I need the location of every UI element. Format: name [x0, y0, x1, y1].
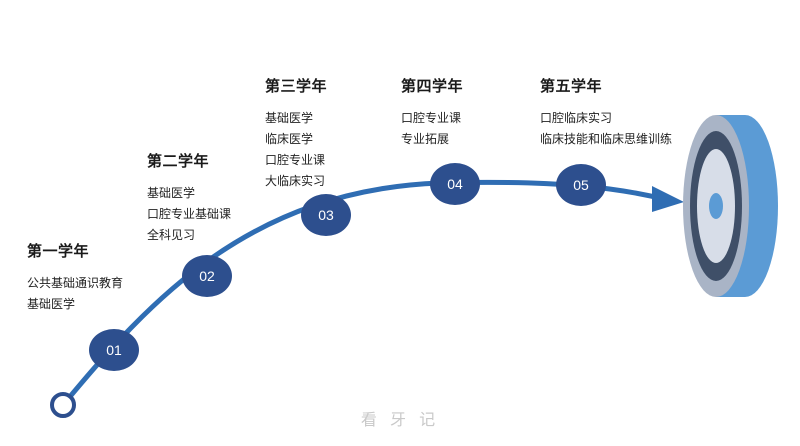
timeline-node-2: 02 — [182, 255, 232, 297]
arrow-head-icon — [652, 186, 684, 212]
year-block-1: 第一学年 公共基础通识教育 基础医学 — [27, 240, 123, 315]
node-label-3: 03 — [318, 207, 334, 223]
year-block-5: 第五学年 口腔临床实习 临床技能和临床思维训练 — [540, 75, 672, 150]
node-label-1: 01 — [106, 342, 122, 358]
course-item: 口腔专业课 — [265, 153, 326, 167]
year-block-2: 第二学年 基础医学 口腔专业基础课 全科见习 — [147, 150, 231, 246]
node-label-4: 04 — [447, 176, 463, 192]
course-item: 临床技能和临床思维训练 — [540, 132, 673, 146]
course-item: 全科见习 — [147, 228, 196, 242]
course-item: 基础医学 — [265, 111, 314, 125]
timeline-node-4: 04 — [430, 163, 480, 205]
watermark: 看 牙 记 — [360, 410, 440, 429]
course-item: 临床医学 — [265, 132, 314, 146]
timeline-node-3: 03 — [301, 194, 351, 236]
timeline-curve — [60, 179, 671, 408]
year-title-4: 第四学年 — [401, 77, 464, 95]
year-title-2: 第二学年 — [147, 152, 210, 170]
course-item: 专业拓展 — [401, 132, 450, 146]
timeline-node-1: 01 — [89, 329, 139, 371]
timeline-node-5: 05 — [556, 164, 606, 206]
course-item: 公共基础通识教育 — [27, 276, 124, 290]
target-icon — [683, 115, 778, 297]
course-item: 口腔专业基础课 — [147, 207, 232, 221]
course-item: 口腔临床实习 — [540, 111, 613, 125]
year-title-3: 第三学年 — [265, 77, 328, 95]
course-item: 基础医学 — [147, 186, 196, 200]
node-label-5: 05 — [573, 177, 589, 193]
year-block-3: 第三学年 基础医学 临床医学 口腔专业课 大临床实习 — [265, 75, 327, 192]
year-title-1: 第一学年 — [27, 242, 90, 260]
course-item: 基础医学 — [27, 297, 76, 311]
course-item: 口腔专业课 — [401, 111, 462, 125]
start-ring-icon — [50, 392, 76, 418]
node-label-2: 02 — [199, 268, 215, 284]
course-item: 大临床实习 — [265, 174, 326, 188]
year-title-5: 第五学年 — [540, 77, 603, 95]
year-block-4: 第四学年 口腔专业课 专业拓展 — [401, 75, 463, 150]
